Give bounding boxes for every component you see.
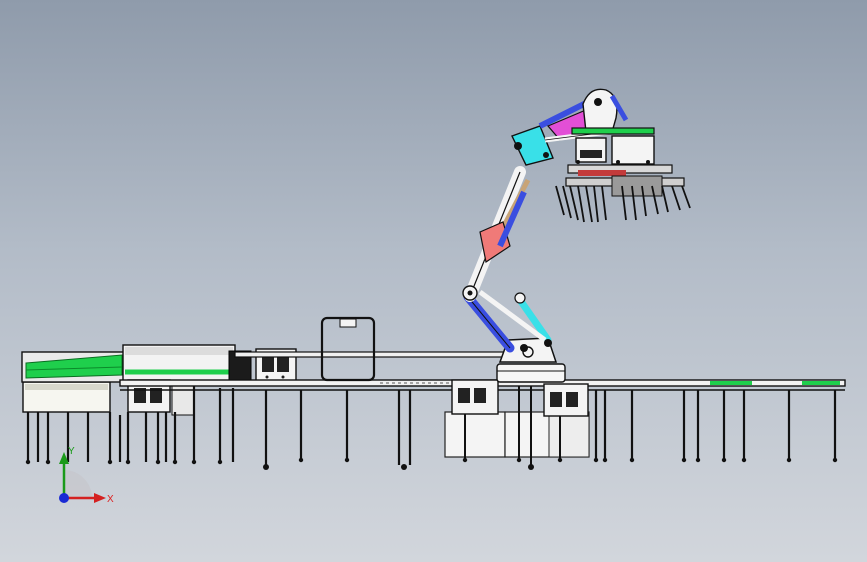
green-belt: [25, 354, 123, 379]
coordinate-triad: Y X: [59, 446, 114, 505]
left-conveyor-unit: [21, 344, 297, 465]
y-axis-label: Y: [68, 446, 75, 457]
triad-plane-icon: [64, 470, 92, 498]
x-axis-label: X: [107, 494, 114, 505]
robot-base-cabinets: [444, 363, 590, 470]
palletizing-robot-arm: [462, 88, 691, 363]
z-axis-dot-icon: [59, 493, 69, 503]
